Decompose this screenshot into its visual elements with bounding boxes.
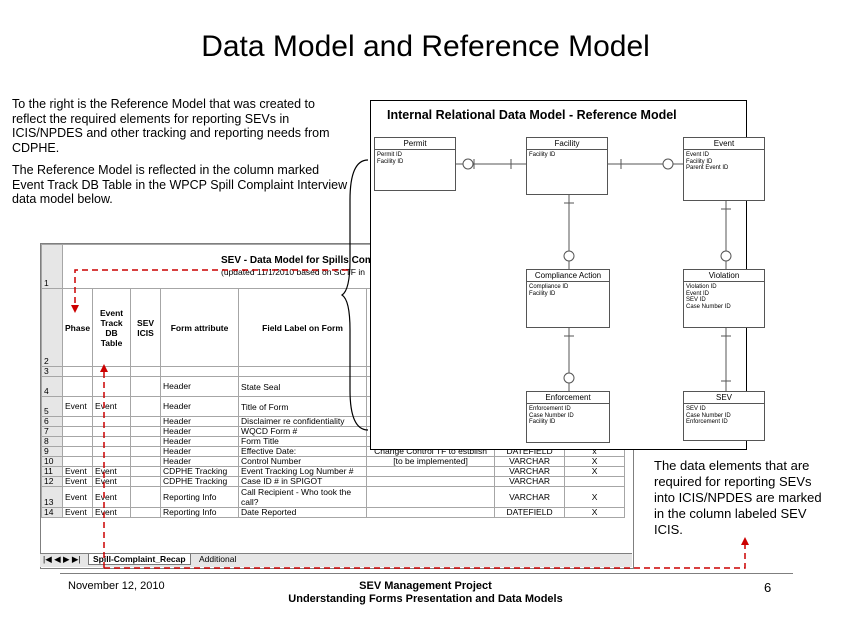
footer-project: SEV Management Project Understanding For… (220, 580, 631, 606)
diagram-title: Internal Relational Data Model - Referen… (387, 108, 677, 122)
col-sev-icis: SEV ICIS (130, 288, 162, 367)
tab-spill-complaint-recap[interactable]: Spill-Complaint_Recap (88, 554, 191, 565)
intro-paragraph-2: The Reference Model is reflected in the … (12, 163, 348, 206)
entity-facility: Facility Facility ID (526, 137, 608, 195)
footer-project-name: SEV Management Project (359, 580, 492, 592)
col-field-label: Field Label on Form (238, 288, 368, 367)
slide-title: Data Model and Reference Model (201, 30, 650, 63)
footer-divider (60, 573, 793, 574)
table-cell-phase: Event (61, 396, 94, 417)
relationship-lines (453, 158, 732, 391)
footer-project-subtitle: Understanding Forms Presentation and Dat… (288, 593, 563, 605)
footer-date: November 12, 2010 (68, 580, 165, 592)
table-cell-phase: Event (61, 507, 94, 518)
page-number: 6 (764, 580, 772, 595)
callout-text: The data elements that are required for … (654, 458, 822, 537)
arrow-up-icon (741, 537, 749, 545)
arrow-up-icon (100, 364, 108, 372)
sheet-nav-icons[interactable]: |◀ ◀ ▶ ▶| (43, 554, 81, 564)
col-phase: Phase (61, 288, 94, 367)
sheet-title: SEV - Data Model for Spills Compla (221, 255, 389, 266)
intro-paragraph-1: To the right is the Reference Model that… (12, 97, 330, 155)
reference-model-diagram: Internal Relational Data Model - Referen… (370, 100, 765, 450)
arrow-down-icon (71, 305, 79, 313)
sheet-tab-bar: |◀ ◀ ▶ ▶| Spill-Complaint_Recap Addition… (40, 553, 632, 567)
sheet-subtitle: (updated 11/1/2010 based on SCTF in (221, 267, 365, 277)
tab-additional[interactable]: Additional (199, 554, 237, 564)
brace-icon (340, 159, 369, 431)
table-cell-x: X (564, 507, 626, 518)
intro-text: To the right is the Reference Model that… (12, 97, 352, 215)
table-cell-x: X (564, 486, 626, 508)
